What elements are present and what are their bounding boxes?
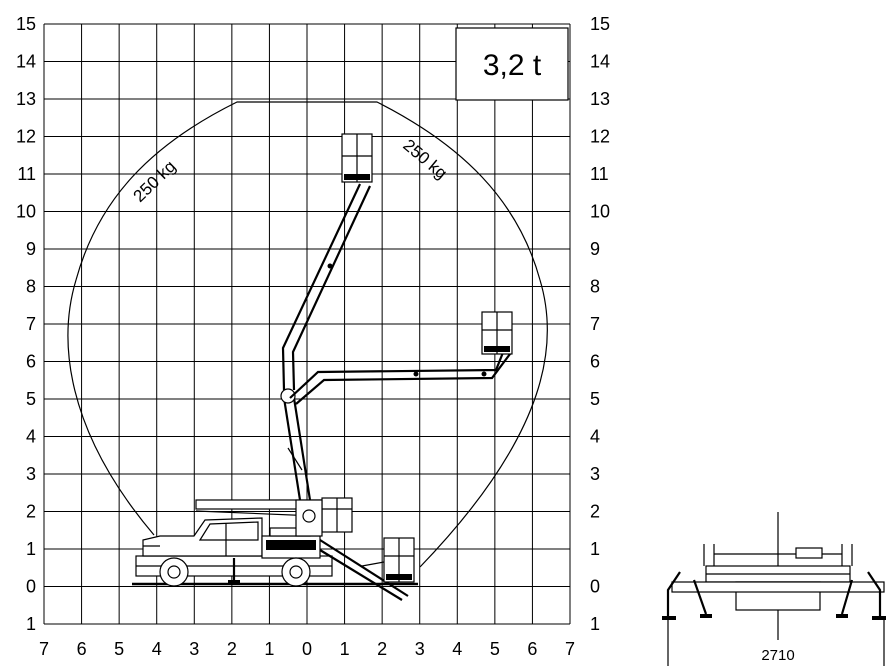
- left-axis-tick-label: 6: [26, 352, 36, 372]
- right-axis-tick-label: 5: [590, 389, 600, 409]
- capacity-label: 3,2 t: [483, 49, 542, 82]
- right-axis-tick-label: 3: [590, 464, 600, 484]
- bottom-axis-tick-label: 7: [565, 639, 575, 659]
- track-width-label: 2710: [761, 647, 794, 664]
- right-axis-tick-label: 11: [590, 164, 609, 184]
- left-axis-tick-label: 8: [26, 277, 36, 297]
- bottom-axis-tick-label: 4: [152, 639, 162, 659]
- left-axis-tick-label: 11: [17, 164, 36, 184]
- bottom-axis-tick-label: 6: [77, 639, 87, 659]
- right-axis-tick-label: 1: [590, 539, 600, 559]
- left-axis-tick-label: 15: [16, 14, 36, 34]
- bottom-axis-tick-label: 2: [227, 639, 237, 659]
- bottom-axis-tick-label: 1: [264, 639, 274, 659]
- left-axis-tick-label: 1: [26, 539, 36, 559]
- right-axis-tick-label: 9: [590, 239, 600, 259]
- bottom-axis-tick-label: 0: [302, 639, 312, 659]
- rear-view-outriggers: 2710: [662, 512, 886, 666]
- left-axis-tick-label: 9: [26, 239, 36, 259]
- bottom-axis-tick-label: 4: [452, 639, 462, 659]
- right-axis-tick-label: 8: [590, 277, 600, 297]
- left-axis-tick-label: 1: [26, 614, 36, 634]
- left-axis-tick-label: 3: [26, 464, 36, 484]
- right-axis-tick-label: 10: [590, 202, 610, 222]
- bottom-axis-tick-label: 3: [189, 639, 199, 659]
- right-axis-tick-label: 14: [590, 52, 610, 72]
- right-axis-tick-label: 12: [590, 127, 610, 147]
- capacity-box: 3,2 t: [455, 27, 569, 101]
- right-axis-tick-label: 1: [590, 614, 600, 634]
- left-axis-tick-label: 0: [26, 577, 36, 597]
- right-axis-tick-label: 7: [590, 314, 600, 334]
- bottom-axis-tick-label: 7: [39, 639, 49, 659]
- left-axis-tick-label: 10: [16, 202, 36, 222]
- right-axis-tick-label: 13: [590, 89, 610, 109]
- left-axis-tick-label: 2: [26, 502, 36, 522]
- working-envelope: [67, 101, 548, 568]
- bottom-axis-tick-label: 3: [415, 639, 425, 659]
- bottom-axis-tick-label: 5: [490, 639, 500, 659]
- right-axis-tick-label: 2: [590, 502, 600, 522]
- load-label-left: 250 kg: [130, 157, 180, 206]
- left-axis-tick-label: 14: [16, 52, 36, 72]
- right-axis-tick-label: 6: [590, 352, 600, 372]
- left-axis-tick-label: 4: [26, 427, 36, 447]
- left-axis-tick-label: 5: [26, 389, 36, 409]
- bottom-axis-tick-label: 5: [114, 639, 124, 659]
- truck-with-aerial-platform: [135, 133, 513, 601]
- bottom-axis-tick-label: 6: [527, 639, 537, 659]
- right-axis-tick-label: 4: [590, 427, 600, 447]
- left-axis-tick-label: 7: [26, 314, 36, 334]
- right-axis-tick-label: 15: [590, 14, 610, 34]
- bottom-axis-tick-label: 1: [340, 639, 350, 659]
- right-axis-tick-label: 0: [590, 577, 600, 597]
- bottom-axis-labels: 7 6 5 4 3 2 1 0 1 2 3 4 5 6 7: [39, 639, 575, 659]
- bottom-axis-tick-label: 2: [377, 639, 387, 659]
- left-axis-tick-label: 13: [16, 89, 36, 109]
- left-axis-tick-label: 12: [16, 127, 36, 147]
